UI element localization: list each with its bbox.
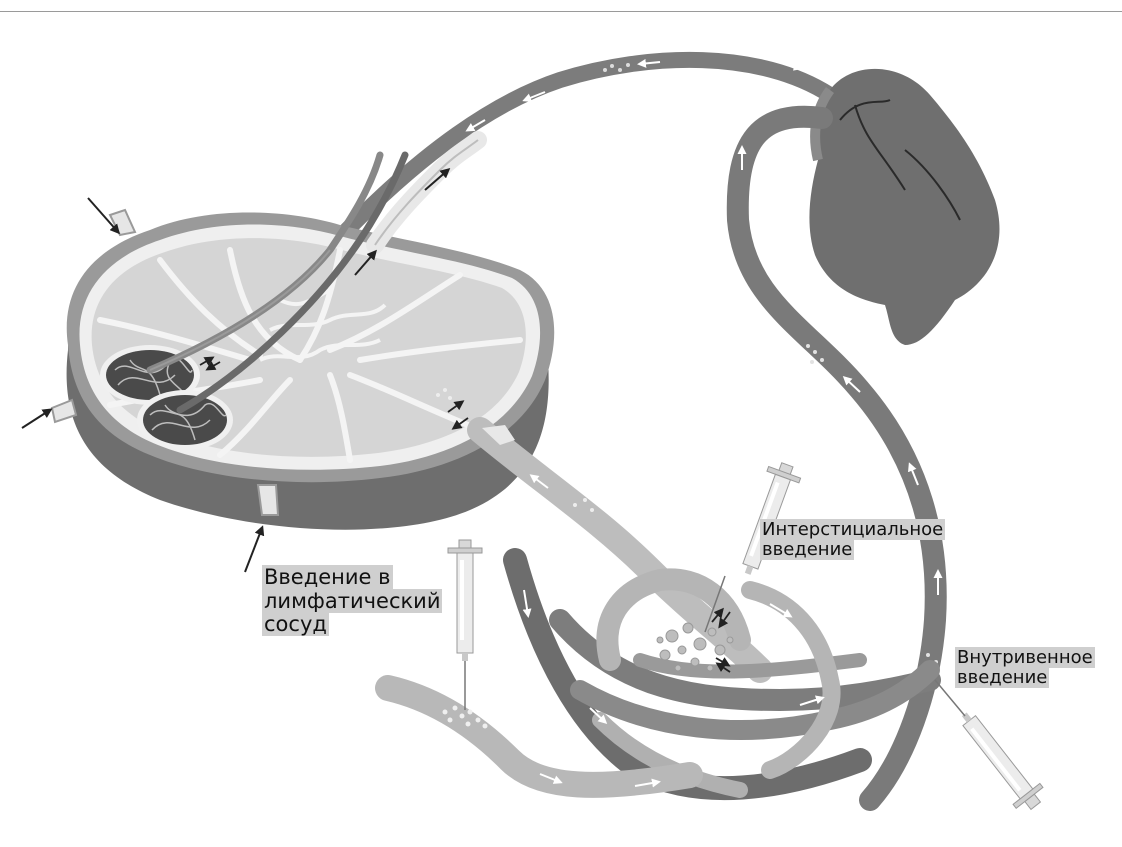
label-lymphatic-line1: Введение в	[262, 565, 393, 589]
label-lymphatic-injection: Введение в лимфатический сосуд	[262, 566, 462, 637]
heart	[809, 69, 999, 345]
syringe-intravenous	[951, 704, 1049, 816]
afferent-lymph-vessel	[480, 430, 760, 670]
peripheral-lymph-vessel	[388, 688, 690, 785]
afferent-stub-bottom	[258, 485, 278, 515]
label-interstitial-line1: Интерстициальное	[760, 519, 945, 540]
label-intravenous-line2: введение	[955, 667, 1049, 688]
label-lymphatic-line2: лимфатический	[262, 589, 442, 613]
label-interstitial-injection: Интерстициальное введение	[760, 520, 960, 560]
label-lymphatic-line3: сосуд	[262, 612, 329, 636]
follicle-2	[137, 390, 233, 450]
afferent-stub-left	[52, 400, 76, 422]
label-intravenous-line1: Внутривенное	[955, 647, 1095, 668]
afferent-stub-top-left	[110, 210, 135, 235]
label-interstitial-line2: введение	[760, 539, 854, 560]
label-intravenous-injection: Внутривенное введение	[955, 648, 1122, 688]
capillary-bed	[515, 560, 930, 790]
